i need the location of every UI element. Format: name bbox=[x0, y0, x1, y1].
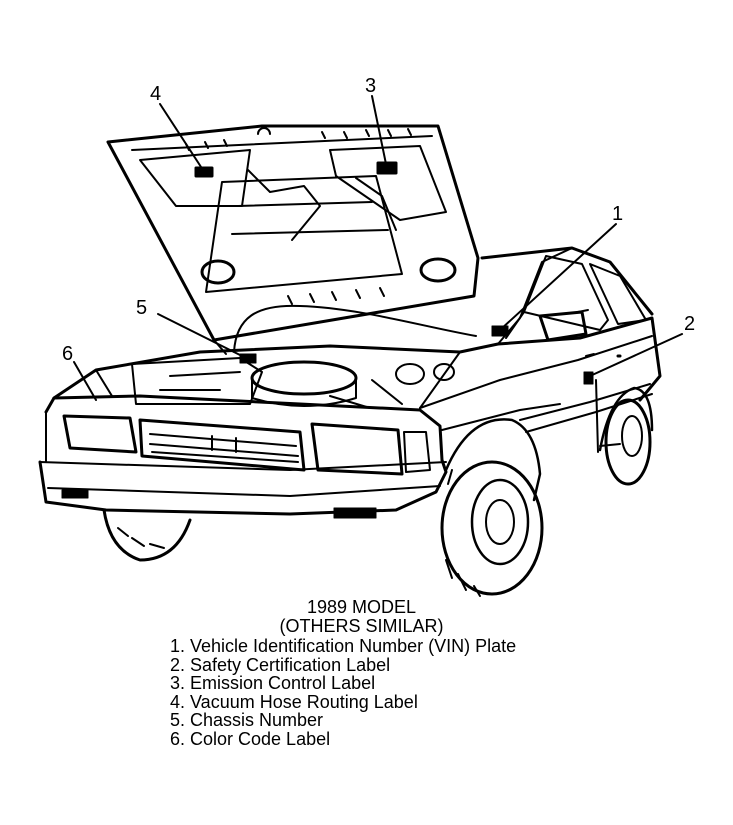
callout-leaders bbox=[73, 95, 683, 401]
hood bbox=[106, 124, 480, 342]
callout-6: 6 bbox=[62, 343, 73, 365]
callout-2: 2 bbox=[684, 313, 695, 335]
callout-4: 4 bbox=[150, 83, 161, 105]
caption-title-line1: 1989 MODEL bbox=[306, 597, 417, 617]
legend-item-emission-control: 3. Emission Control Label bbox=[170, 673, 376, 693]
callout-1: 1 bbox=[612, 203, 623, 225]
callout-numbers: 4 3 1 2 5 6 bbox=[62, 75, 695, 365]
legend-item-vin-plate: 1. Vehicle Identification Number (VIN) P… bbox=[170, 636, 517, 656]
car-line-drawing: 4 3 1 2 5 6 bbox=[38, 75, 695, 597]
legend-item-vacuum-hose: 4. Vacuum Hose Routing Label bbox=[170, 691, 418, 712]
legend-item-color-code: 6. Color Code Label bbox=[170, 728, 331, 749]
figure-caption: 1989 MODEL (OTHERS SIMILAR) 1. Vehicle I… bbox=[0, 597, 733, 748]
legend-list: 1. Vehicle Identification Number (VIN) P… bbox=[170, 637, 516, 748]
callout-5: 5 bbox=[136, 297, 147, 319]
legend-item-safety-certification: 2. Safety Certification Label bbox=[170, 654, 391, 675]
caption-title-line2: (OTHERS SIMILAR) bbox=[279, 615, 444, 636]
legend-item-chassis-number: 5. Chassis Number bbox=[170, 710, 324, 730]
callout-3: 3 bbox=[365, 75, 376, 97]
car-body bbox=[38, 246, 662, 597]
